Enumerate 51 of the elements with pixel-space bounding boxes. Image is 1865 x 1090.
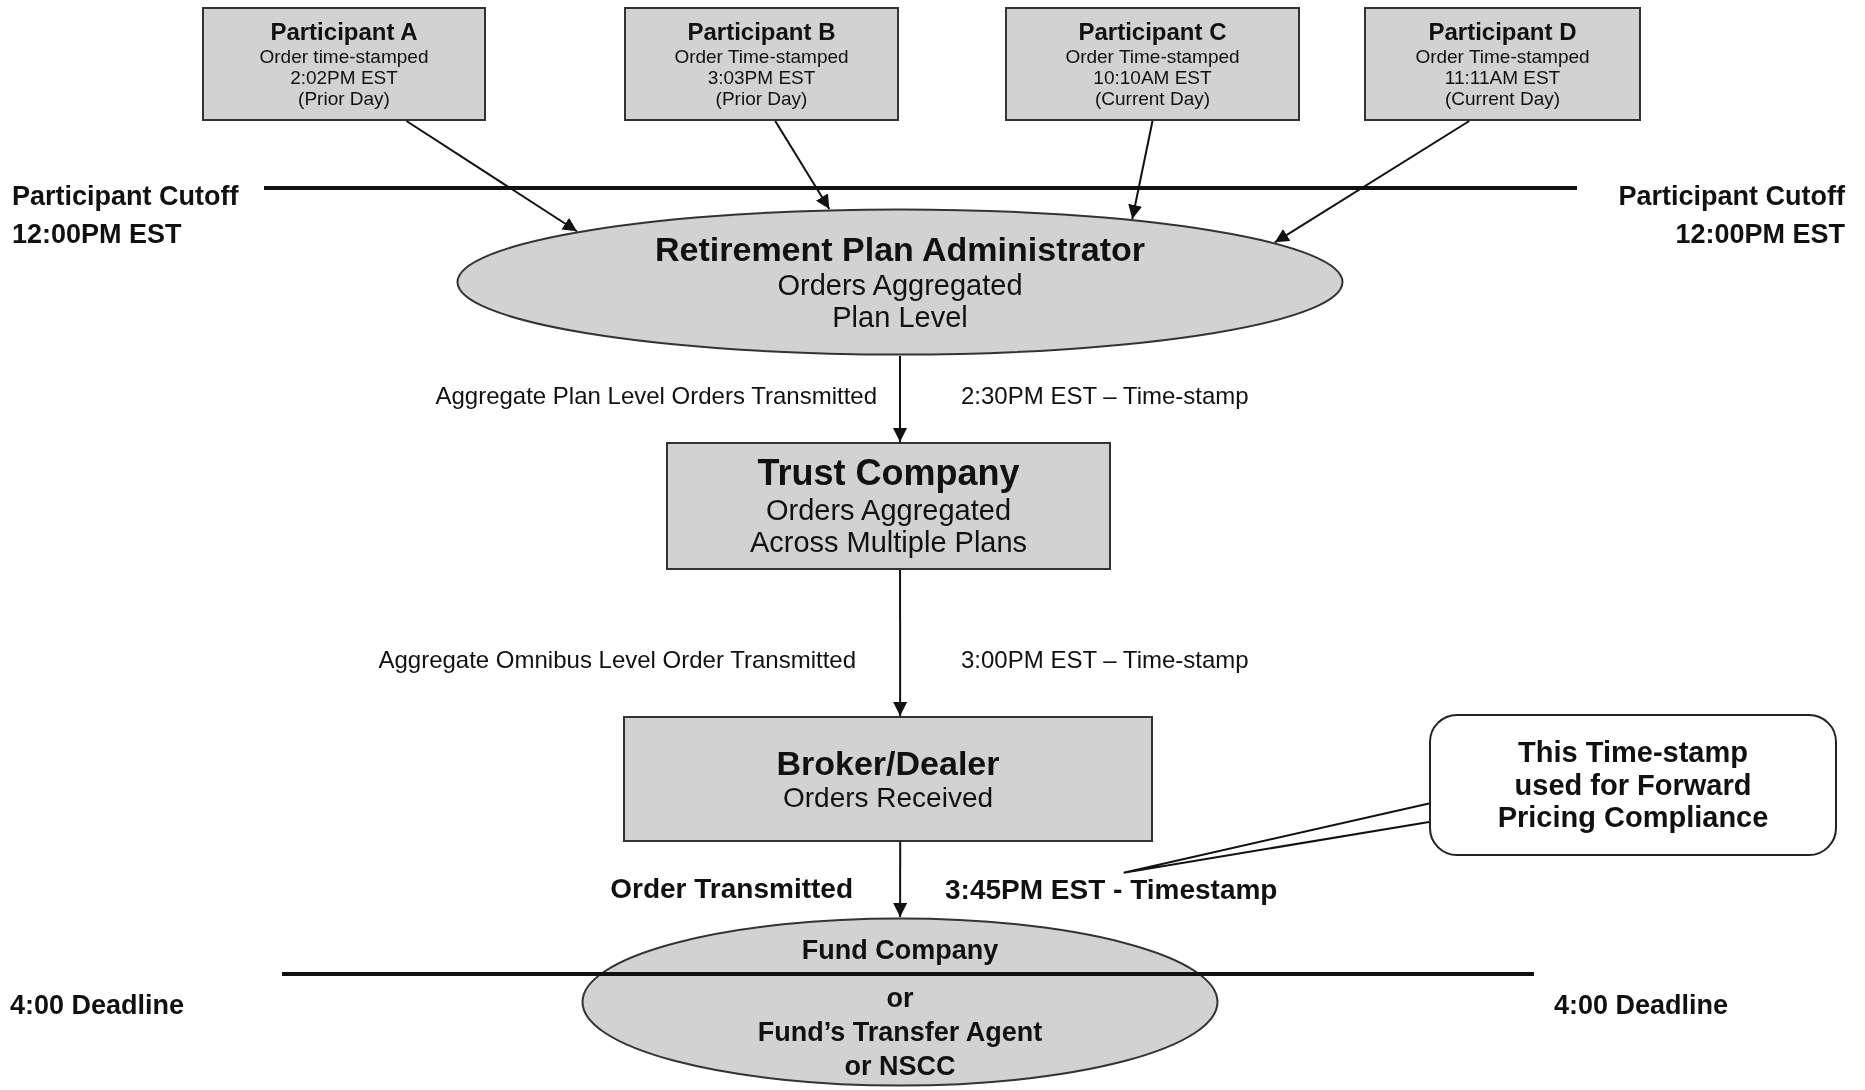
timestamp-label: 3:00PM EST – Time-stamp: [961, 646, 1249, 674]
node-text: (Current Day): [1094, 88, 1211, 110]
process-box: [623, 716, 1153, 842]
process-ellipse: [456, 208, 1344, 356]
node-title: Participant B: [687, 18, 836, 46]
node-title: Retirement Plan Administrator: [655, 230, 1145, 269]
arrow: [1273, 120, 1471, 244]
node-text: Orders Aggregated Across Multiple Plans: [748, 493, 1029, 559]
node-text: Order Time-stamped: [674, 45, 849, 67]
node-text: or: [886, 982, 914, 1015]
cutoff-label: Participant Cutoff 12:00PM EST: [12, 180, 240, 251]
node-title: Participant C: [1078, 18, 1227, 46]
arrow: [893, 569, 908, 717]
node-text: 2:02PM EST: [290, 66, 398, 89]
node-title: This Time-stamp used for Forward Pricing Compliance: [1496, 736, 1770, 834]
leader-line: [1122, 802, 1430, 874]
node-text: 11:11AM EST: [1444, 66, 1561, 89]
arrow: [774, 120, 831, 210]
node-text: or NSCC: [844, 1050, 956, 1083]
cutoff-label: Participant Cutoff 12:00PM EST: [1617, 180, 1845, 251]
deadline-label: 4:00 Deadline: [10, 990, 185, 1021]
timestamp-label: 2:30PM EST – Time-stamp: [961, 382, 1249, 410]
deadline-label: 4:00 Deadline: [1554, 990, 1729, 1021]
node-text: Fund’s Transfer Agent: [757, 1016, 1043, 1049]
node-text: 10:10AM EST: [1093, 66, 1212, 89]
node-text: (Prior Day): [715, 88, 808, 110]
arrow: [893, 841, 908, 918]
node-title: Broker/Dealer: [776, 744, 1000, 783]
node-title: Trust Company: [757, 453, 1020, 494]
node-title: Participant D: [1428, 18, 1577, 46]
callout-bubble: [1429, 714, 1837, 856]
node-text: Order time-stamped: [259, 45, 429, 67]
node-text: Orders Aggregated Plan Level: [776, 268, 1024, 334]
node-text: Order Time-stamped: [1415, 45, 1590, 67]
timestamp-text: 3:45PM EST - Timestamp: [945, 872, 1325, 908]
process-ellipse: [581, 917, 1219, 1087]
process-box: [1364, 7, 1641, 121]
node-text: 3:03PM EST: [707, 66, 816, 89]
node-text: Orders Received: [782, 782, 994, 814]
node-text: Order Time-stamped: [1065, 45, 1240, 67]
node-text: (Prior Day): [298, 88, 390, 110]
node-text: (Current Day): [1444, 88, 1561, 110]
process-box: [624, 7, 899, 121]
node-title: Fund Company: [801, 934, 999, 967]
process-box: [1005, 7, 1300, 121]
process-box: [666, 442, 1111, 570]
node-title: Participant A: [270, 18, 418, 46]
arrow: [405, 120, 578, 233]
arrow: [893, 355, 908, 443]
process-box: [202, 7, 486, 121]
arrow: [1128, 120, 1154, 220]
